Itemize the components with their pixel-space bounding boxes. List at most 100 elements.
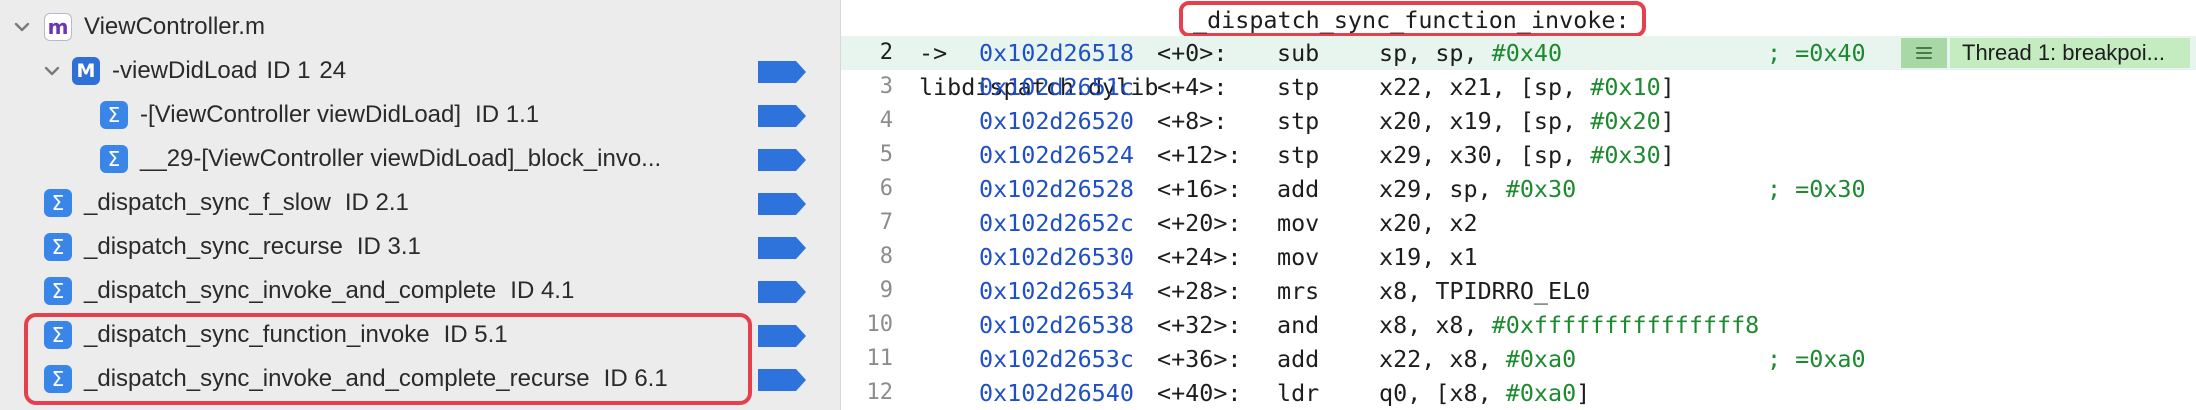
instruction-mnemonic: mov	[1277, 209, 1320, 237]
instruction-offset: <+0>:	[1157, 39, 1228, 67]
breakpoint-flag-icon[interactable]	[758, 105, 806, 127]
instruction-mnemonic: add	[1277, 175, 1320, 203]
instruction-operands: x20, x19, [sp, #0x20]	[1379, 104, 1675, 138]
instruction-mnemonic: stp	[1277, 107, 1320, 135]
breakpoint-flag-icon[interactable]	[758, 193, 806, 215]
pc-arrow: ->	[919, 39, 948, 67]
chevron-down-icon[interactable]	[40, 49, 64, 93]
breakpoint-name: _dispatch_sync_recurse	[84, 233, 343, 260]
line-number: 5	[879, 142, 893, 167]
breakpoint-flag-icon[interactable]	[758, 61, 806, 83]
breakpoint-flag-icon[interactable]	[758, 237, 806, 259]
instruction-address: 0x102d26540	[979, 379, 1134, 407]
sigma-icon: Σ	[100, 101, 128, 129]
instruction-operands: q0, [x8, #0xa0]	[1379, 376, 1590, 410]
sigma-icon: Σ	[44, 189, 72, 217]
instruction-offset: <+4>:	[1157, 73, 1228, 101]
breakpoint-name: _dispatch_sync_invoke_and_complete	[84, 277, 497, 304]
instruction-address: 0x102d26524	[979, 141, 1134, 169]
sigma-icon: Σ	[44, 233, 72, 261]
chevron-down-icon[interactable]	[10, 5, 34, 49]
disassembly-editor: 1 libdispatch.dylib _dispatch_sync_funct…	[841, 0, 2196, 410]
operand-immediate: #0xa0	[1505, 345, 1577, 373]
file-row[interactable]: m ViewController.m	[0, 5, 840, 49]
breakpoint-flag-icon[interactable]	[758, 325, 806, 347]
instruction-address: 0x102d26528	[979, 175, 1134, 203]
operand-registers: x20, x2	[1379, 209, 1478, 237]
breakpoint-id: ID 4.1	[510, 277, 575, 304]
breakpoint-flag-icon[interactable]	[758, 281, 806, 303]
operand-registers: x20, x19, [sp,	[1379, 107, 1591, 135]
breakpoint-name: _dispatch_sync_invoke_and_complete_recur…	[84, 365, 590, 392]
instruction-offset: <+24>:	[1157, 243, 1242, 271]
instruction-mnemonic: stp	[1277, 141, 1320, 169]
instruction-operands: x22, x21, [sp, #0x10]	[1379, 70, 1675, 104]
operand-tail: ]	[1660, 107, 1675, 135]
thread-badge-label: Thread 1: breakpoi...	[1950, 38, 2190, 68]
breakpoint-row[interactable]: Σ _dispatch_sync_invoke_and_complete_rec…	[0, 357, 840, 401]
breakpoint-flag-icon[interactable]	[758, 149, 806, 171]
instruction-comment: ; =0x30	[1767, 175, 1866, 203]
instruction-address: 0x102d2651c	[979, 73, 1134, 101]
instruction-offset: <+16>:	[1157, 175, 1242, 203]
operand-registers: q0, [x8,	[1379, 379, 1506, 407]
line-number: 4	[879, 108, 893, 133]
header-line: 1 libdispatch.dylib _dispatch_sync_funct…	[841, 1, 2196, 101]
instruction-operands: x29, x30, [sp, #0x30]	[1379, 138, 1675, 172]
instruction-comment: ; =0xa0	[1767, 345, 1866, 373]
breakpoint-id: ID 5.1	[443, 321, 508, 348]
line-number: 6	[879, 176, 893, 201]
breakpoint-label: _dispatch_sync_recurse ID 3.1	[84, 225, 421, 269]
instruction-operands: x8, x8, #0xfffffffffffffff8	[1379, 308, 1759, 342]
method-name: -viewDidLoad	[112, 57, 258, 84]
operand-registers: x8, TPIDRRO_EL0	[1379, 277, 1591, 305]
breakpoint-name: -[ViewController viewDidLoad]	[140, 101, 462, 128]
line-number: 9	[879, 278, 893, 303]
instruction-offset: <+36>:	[1157, 345, 1242, 373]
instruction-offset: <+20>:	[1157, 209, 1242, 237]
sigma-icon: Σ	[44, 321, 72, 349]
objc-file-icon: m	[44, 13, 72, 41]
instruction-address: 0x102d2653c	[979, 345, 1134, 373]
line-number: 12	[866, 380, 894, 405]
breakpoint-name: _dispatch_sync_f_slow	[84, 189, 331, 216]
pane-divider	[840, 0, 841, 410]
instruction-operands: x8, TPIDRRO_EL0	[1379, 274, 1590, 308]
thread-breakpoint-badge[interactable]: Thread 1: breakpoi...	[1901, 38, 2190, 68]
breakpoint-row[interactable]: Σ _dispatch_sync_invoke_and_complete ID 4…	[0, 269, 840, 313]
breakpoint-id: ID 6.1	[603, 365, 668, 392]
operand-immediate: #0x20	[1590, 107, 1661, 135]
operand-registers: x8, x8,	[1379, 311, 1492, 339]
instruction-mnemonic: ldr	[1277, 379, 1320, 407]
breakpoint-id: ID 3.1	[356, 233, 421, 260]
breakpoint-flag-icon[interactable]	[758, 369, 806, 391]
operand-registers: x29, sp,	[1379, 175, 1506, 203]
operand-tail: ]	[1576, 379, 1591, 407]
breakpoint-location-row[interactable]: Σ __29-[ViewController viewDidLoad]_bloc…	[0, 137, 840, 181]
operand-immediate: #0x40	[1491, 39, 1563, 67]
operand-registers: x19, x1	[1379, 243, 1478, 271]
hamburger-icon[interactable]	[1901, 38, 1947, 68]
instruction-address: 0x102d26518	[979, 39, 1134, 67]
breakpoint-row[interactable]: Σ _dispatch_sync_recurse ID 3.1	[0, 225, 840, 269]
instruction-comment: ; =0x40	[1767, 39, 1866, 67]
highlight-box	[24, 313, 752, 405]
breakpoint-location-row[interactable]: Σ -[ViewController viewDidLoad]ID 1.1	[0, 93, 840, 137]
sigma-icon: Σ	[44, 277, 72, 305]
